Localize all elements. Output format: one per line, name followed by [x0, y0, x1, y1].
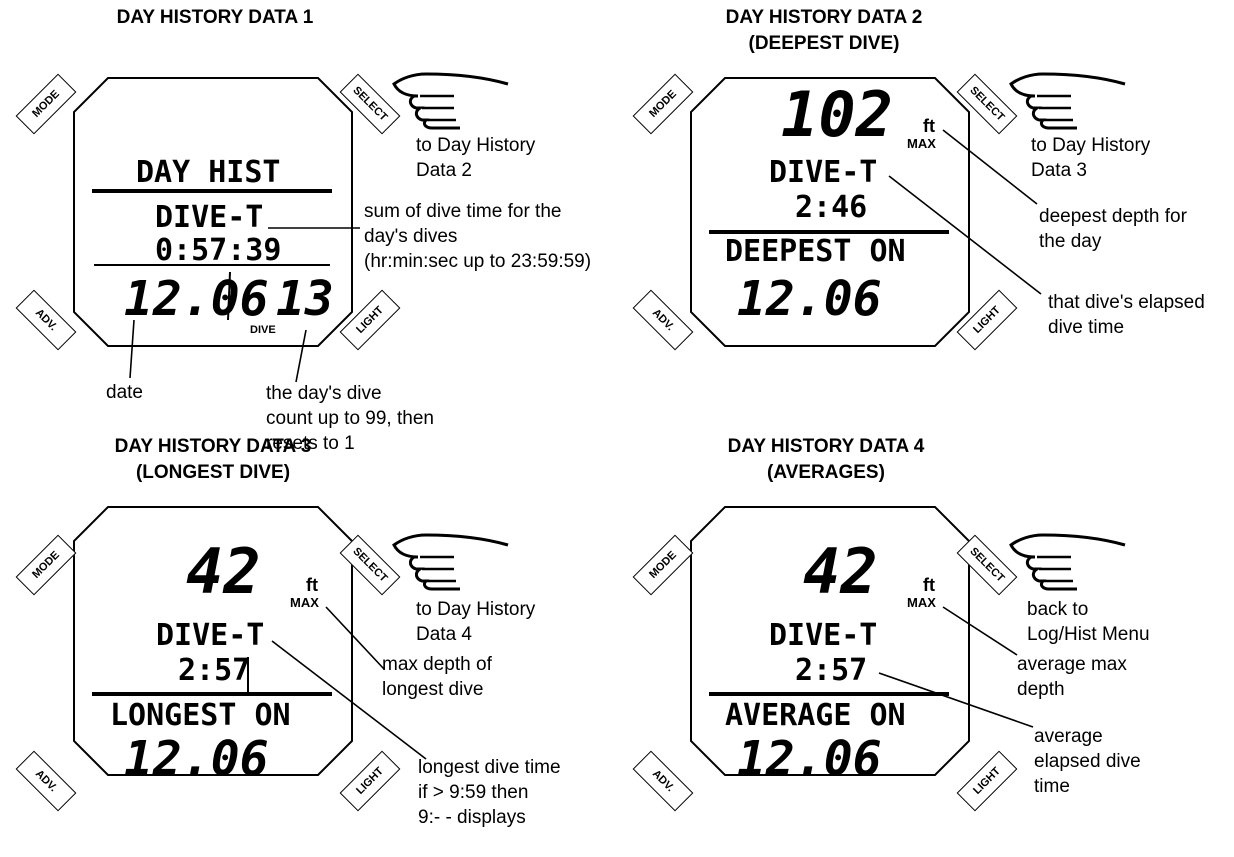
select-note: back to Log/Hist Menu [1027, 597, 1150, 647]
note-line: to Day History [1031, 135, 1151, 156]
lcd-depth-sub: MAX [290, 595, 319, 610]
date-note: date [106, 380, 143, 405]
note-line: (hr:min:sec up to 23:59:59) [364, 251, 592, 272]
note-line: longest dive time [418, 757, 561, 778]
note-line: deepest depth for [1039, 206, 1187, 227]
title-line-1: DAY HISTORY DATA 3 [114, 436, 312, 457]
lcd-label: DIVE-T [155, 200, 264, 235]
lcd-depth-sub: MAX [907, 595, 936, 610]
lcd-depth-unit: ft [923, 575, 935, 595]
depth-note: deepest depth for the day [1039, 204, 1187, 254]
title-line-1: DAY HISTORY DATA 2 [725, 7, 923, 28]
time-note: sum of dive time for the day's dives (hr… [364, 199, 591, 274]
note-line: longest dive [382, 679, 484, 700]
time-note: longest dive time if > 9:59 then 9:- - d… [418, 755, 561, 830]
lcd-label: DIVE-T [769, 618, 878, 653]
note-line: 9:- - displays [418, 807, 526, 828]
note-line: resets to 1 [266, 433, 355, 454]
watch-outline [73, 77, 360, 383]
lcd-date: 12.06 [124, 271, 269, 327]
select-note: to Day History Data 4 [416, 597, 535, 647]
note-line: to Day History [416, 135, 536, 156]
lcd-depth: 102 [781, 78, 893, 151]
depth-note: max depth of longest dive [382, 652, 492, 702]
panel-day-history-1: DAY HISTORY DATA 1 MODE SELECT ADV. LIGH… [0, 0, 617, 454]
depth-note: average max depth [1017, 652, 1127, 702]
lcd-date: 12.06 [124, 731, 269, 787]
panel-day-history-2: DAY HISTORY DATA 2 (DEEPEST DIVE) MODE S… [617, 0, 1234, 428]
note-line: average max [1017, 654, 1127, 675]
note-line: the day's dive [266, 383, 382, 404]
title-line-1: DAY HISTORY DATA 1 [116, 7, 314, 28]
title-line-2: (LONGEST DIVE) [135, 462, 291, 483]
watch-outline [73, 506, 427, 776]
lcd-footer: DEEPEST ON [725, 234, 906, 269]
lcd-depth: 42 [803, 535, 878, 608]
title-line-2: (AVERAGES) [767, 462, 885, 483]
pointing-hand-icon [392, 533, 509, 591]
note-line: back to [1027, 599, 1089, 620]
pointing-hand-icon [392, 72, 509, 130]
lcd-depth: 42 [186, 535, 261, 608]
panel-title: DAY HISTORY DATA 2 (DEEPEST DIVE) [709, 5, 939, 57]
lcd-dive-count: 13 [276, 271, 334, 327]
lcd-header: DAY HIST [136, 155, 281, 190]
note-line: Log/Hist Menu [1027, 624, 1150, 645]
lcd-depth-sub: MAX [907, 136, 936, 151]
note-line: if > 9:59 then [418, 782, 529, 803]
note-line: time [1034, 776, 1070, 797]
lcd-label: DIVE-T [156, 618, 265, 653]
title-line-2: (DEEPEST DIVE) [748, 33, 900, 54]
panel-day-history-3: DAY HISTORY DATA 3 (LONGEST DIVE) MODE S… [0, 429, 617, 857]
note-line: dive time [1048, 317, 1125, 338]
lcd-footer: LONGEST ON [110, 698, 291, 733]
pointing-hand-icon [1009, 533, 1126, 591]
lcd-date: 12.06 [737, 731, 882, 787]
note-line: count up to 99, then [266, 408, 434, 429]
panel-title: DAY HISTORY DATA 4 (AVERAGES) [711, 434, 941, 486]
lcd-footer: AVERAGE ON [725, 698, 906, 733]
panel-day-history-4: DAY HISTORY DATA 4 (AVERAGES) MODE SELEC… [617, 429, 1234, 857]
time-note: average elapsed dive time [1034, 724, 1141, 799]
watch-outline [690, 506, 1034, 776]
panel-title: DAY HISTORY DATA 3 (LONGEST DIVE) [98, 434, 328, 486]
note-line: to Day History [416, 599, 536, 620]
lcd-depth-unit: ft [306, 575, 318, 595]
watch-outline [690, 77, 1042, 347]
note-line: elapsed dive [1034, 751, 1141, 772]
lcd-dive-time: 0:57:39 [155, 233, 282, 268]
note-line: day's dives [364, 226, 458, 247]
note-line: date [106, 382, 143, 403]
note-line: Data 4 [416, 624, 472, 645]
lcd-dive-time: 2:57 [795, 653, 868, 688]
note-line: the day [1039, 231, 1102, 252]
panel-title: DAY HISTORY DATA 1 [100, 5, 330, 31]
note-line: average [1034, 726, 1103, 747]
lcd-depth-unit: ft [923, 116, 935, 136]
lcd-label: DIVE-T [769, 155, 878, 190]
select-note: to Day History Data 3 [1031, 133, 1150, 183]
select-note: to Day History Data 2 [416, 133, 535, 183]
note-line: max depth of [382, 654, 492, 675]
pointing-hand-icon [1009, 72, 1126, 130]
note-line: Data 2 [416, 160, 472, 181]
lcd-dive-time: 2:46 [795, 190, 868, 225]
note-line: sum of dive time for the [364, 201, 562, 222]
title-line-1: DAY HISTORY DATA 4 [727, 436, 925, 457]
note-line: that dive's elapsed [1048, 292, 1205, 313]
lcd-date: 12.06 [737, 271, 882, 327]
time-note: that dive's elapsed dive time [1048, 290, 1205, 340]
lcd-dive-time: 2:57 [178, 653, 251, 688]
note-line: depth [1017, 679, 1065, 700]
count-note: the day's dive count up to 99, then rese… [266, 381, 434, 456]
note-line: Data 3 [1031, 160, 1087, 181]
lcd-dive-unit: DIVE [250, 324, 276, 336]
